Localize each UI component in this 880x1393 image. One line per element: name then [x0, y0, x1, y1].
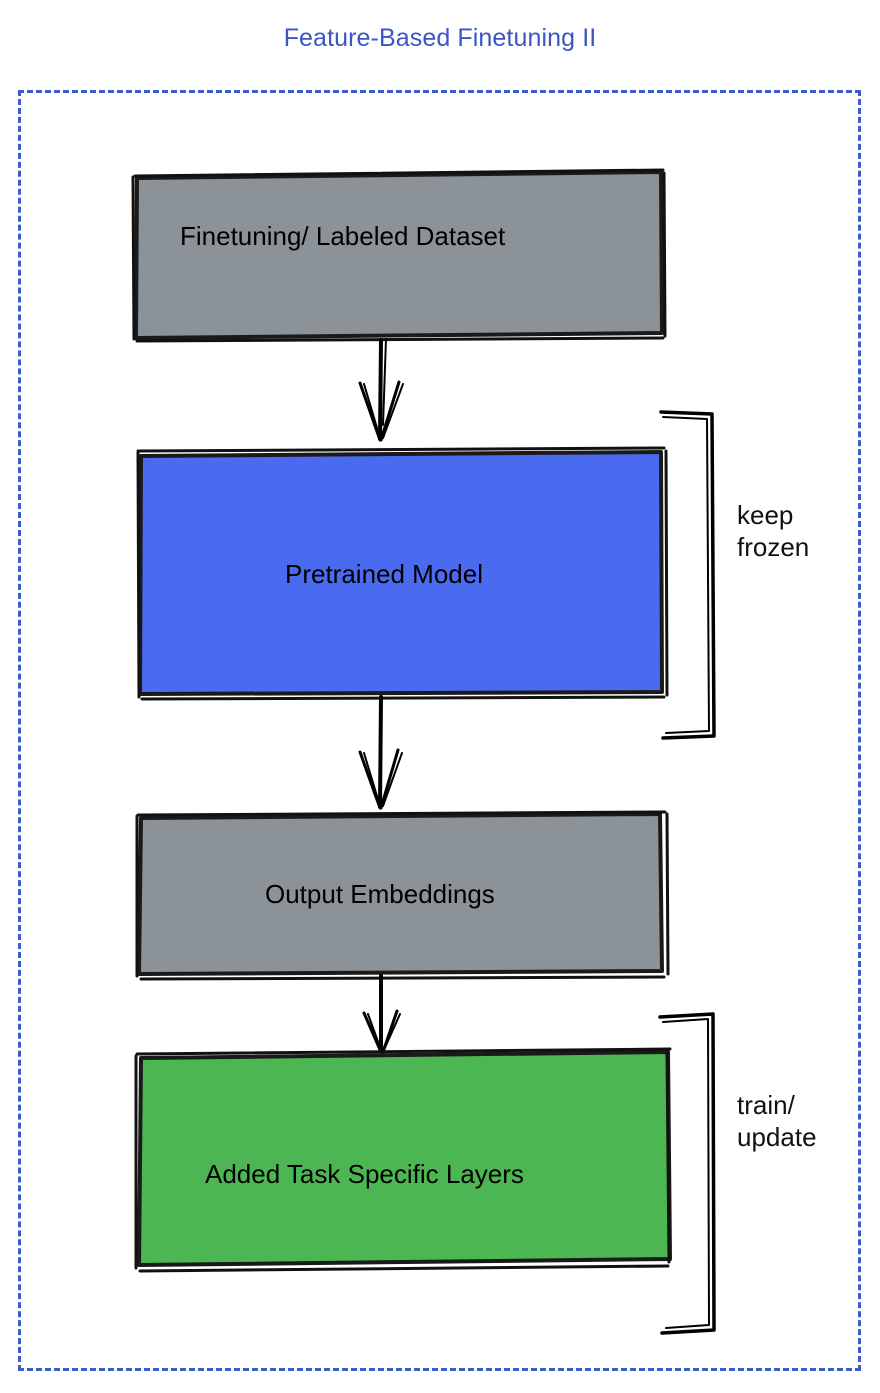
bracket-keep-frozen-label: keep frozen [737, 500, 810, 562]
dashed-boundary-frame [18, 90, 861, 1371]
bracket-train-update-label: train/ update [737, 1090, 817, 1152]
node-dataset-label: Finetuning/ Labeled Dataset [180, 221, 506, 251]
node-pretrained-label: Pretrained Model [285, 559, 483, 589]
node-task-layers-label: Added Task Specific Layers [205, 1159, 524, 1189]
page-title: Feature-Based Finetuning II [283, 24, 597, 52]
node-embeddings-label: Output Embeddings [265, 879, 495, 909]
